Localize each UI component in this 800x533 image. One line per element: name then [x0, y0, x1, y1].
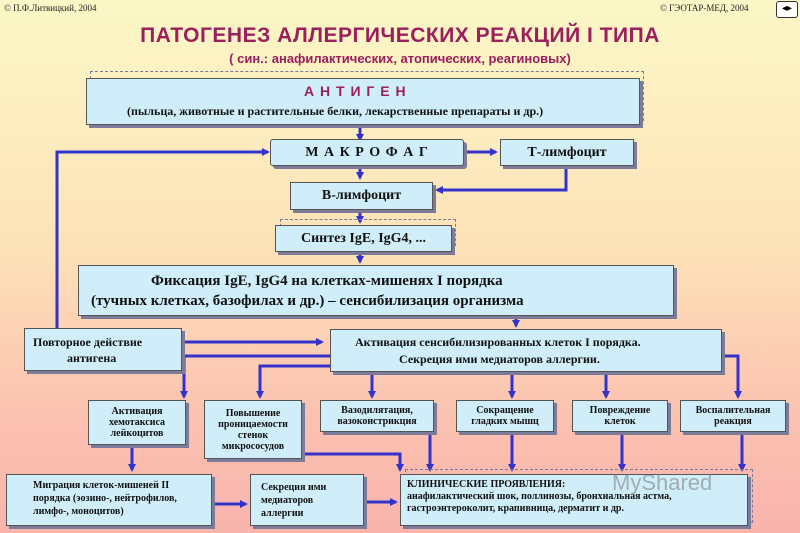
fixation-line-1: Фиксация IgE, IgG4 на клетках-мишенях I …	[151, 273, 503, 289]
t-lymphocyte-box: Т-лимфоцит	[500, 139, 634, 166]
fixation-box: Фиксация IgE, IgG4 на клетках-мишенях I …	[78, 265, 674, 316]
header-left: © П.Ф.Литвицкий, 2004	[4, 3, 97, 13]
chemotaxis-box: Активация хемотаксиса лейкоцитов	[88, 400, 186, 445]
arrow-repeat-macrophage	[55, 148, 270, 328]
clinical-box: КЛИНИЧЕСКИЕ ПРОЯВЛЕНИЯ: анафилактический…	[400, 474, 748, 526]
page-title: ПАТОГЕНЕЗ АЛЛЕРГИЧЕСКИХ РЕАКЦИЙ I ТИПА	[140, 24, 660, 47]
secretion-second-box: Секреция ими медиаторов аллергии	[250, 474, 364, 526]
header-right: © ГЭОТАР-МЕД, 2004	[660, 3, 749, 13]
migration-box: Миграция клеток-мишеней II порядка (эози…	[6, 474, 212, 526]
activation-line-2: Секреция ими медиаторов аллергии.	[399, 352, 600, 366]
activation-line-1: Активация сенсибилизированных клеток I п…	[355, 335, 641, 349]
vasodilation-box: Вазодилятация, вазоконстрикция	[320, 400, 434, 432]
antigen-desc: (пыльца, животные и растительные белки, …	[127, 104, 544, 118]
clinical-text: анафилактический шок, поллинозы, бронхиа…	[407, 491, 672, 514]
macrophage-box: М А К Р О Ф А Г	[270, 139, 464, 166]
repeat-line-2: антигена	[67, 351, 117, 365]
smooth-muscle-box: Сокращение гладких мышц	[456, 400, 554, 432]
antigen-box: А Н Т И Г Е Н (пыльца, животные и растит…	[86, 78, 640, 125]
arrow-permeability-clinical	[292, 452, 404, 472]
b-lymphocyte-box: В-лимфоцит	[290, 182, 433, 210]
permeability-box: Повышение проницаемости стенок микрососу…	[204, 400, 302, 459]
nav-arrows-icon[interactable]: ◂▸	[776, 1, 798, 18]
watermark-logo: MyShared	[612, 470, 713, 495]
repeat-antigen-box: Повторное действие антигена	[24, 328, 182, 371]
repeat-line-1: Повторное действие	[33, 335, 143, 349]
synthesis-box: Синтез IgE, IgG4, ...	[275, 225, 452, 252]
clinical-title: КЛИНИЧЕСКИЕ ПРОЯВЛЕНИЯ:	[407, 479, 566, 490]
antigen-title: А Н Т И Г Е Н	[304, 83, 407, 99]
cell-damage-box: Повреждение клеток	[572, 400, 668, 432]
page-subtitle: ( син.: анафилактических, атопических, р…	[229, 51, 571, 66]
inflammatory-reaction-box: Воспалительная реакция	[680, 400, 786, 432]
arrow-to-chemotaxis	[180, 354, 330, 399]
arrow-tcell-bcell	[435, 166, 568, 194]
activation-box: Активация сенсибилизированных клеток I п…	[330, 329, 722, 372]
arrow-to-inflam	[720, 354, 742, 399]
arrow-to-permeability	[256, 364, 338, 399]
fixation-line-2: (тучных клетках, базофилах и др.) – сенс…	[91, 293, 524, 309]
